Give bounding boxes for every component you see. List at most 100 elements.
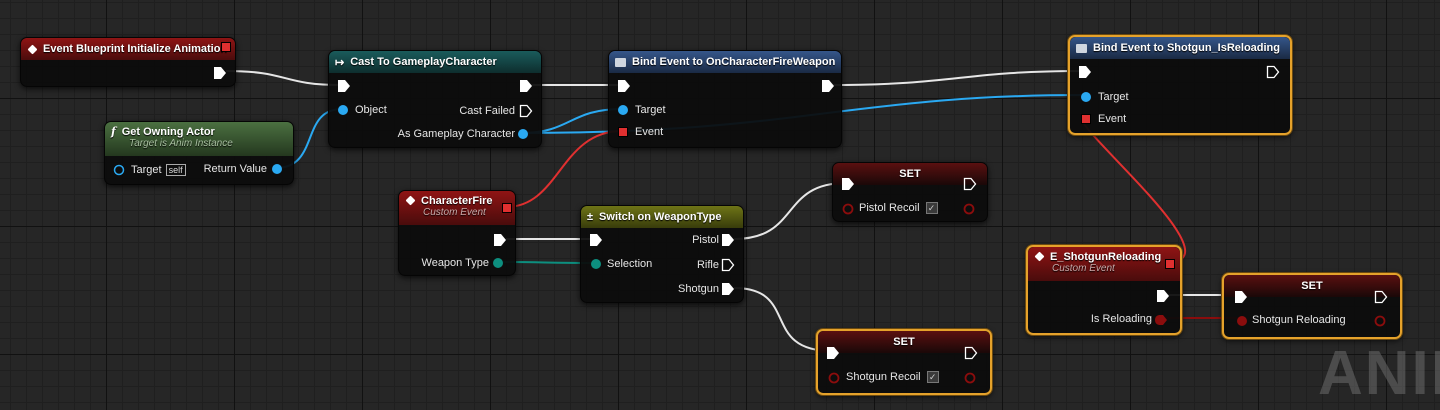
- event-wire: [505, 130, 623, 208]
- bool-in-pin[interactable]: [1236, 315, 1248, 327]
- exec-out-pin[interactable]: [1156, 289, 1170, 303]
- exec-wire: [225, 70, 343, 86]
- node-header[interactable]: E_ShotgunReloading Custom Event: [1028, 247, 1180, 281]
- as-gameplay-character-pin[interactable]: [517, 128, 529, 140]
- as-gameplay-character-label: As Gameplay Character: [397, 128, 515, 140]
- delegate-pin[interactable]: [502, 203, 512, 213]
- delegate-pin[interactable]: [1165, 259, 1175, 269]
- bind-icon: [1076, 43, 1087, 53]
- node-title: Cast To GameplayCharacter: [350, 56, 497, 68]
- shotgun-recoil-label: Shotgun Recoil✓: [846, 371, 939, 384]
- event-wire: [1080, 116, 1187, 263]
- rifle-exec-pin[interactable]: [721, 258, 735, 272]
- exec-in-pin[interactable]: [337, 79, 351, 93]
- node-header[interactable]: SET: [833, 163, 987, 185]
- cast-to-gameplay-character-node[interactable]: ↦Cast To GameplayCharacter Object Cast F…: [328, 50, 542, 148]
- node-title: Bind Event to Shotgun_IsReloading: [1093, 42, 1280, 54]
- node-subtitle: Target is Anim Instance: [129, 138, 233, 149]
- node-header[interactable]: ±Switch on WeaponType: [581, 206, 743, 228]
- return-value-label: Return Value: [203, 163, 267, 175]
- node-subtitle: Custom Event: [423, 207, 486, 218]
- node-header[interactable]: Event Blueprint Initialize Animation: [21, 38, 235, 60]
- rifle-label: Rifle: [696, 259, 719, 271]
- exec-out-pin[interactable]: [1266, 65, 1280, 79]
- node-header[interactable]: CharacterFire Custom Event: [399, 191, 515, 225]
- bind-event-on-character-fire-weapon-node[interactable]: Bind Event to OnCharacterFireWeapon Targ…: [608, 50, 842, 148]
- shotgun-exec-pin[interactable]: [721, 282, 735, 296]
- node-subtitle: Custom Event: [1052, 263, 1115, 274]
- node-header[interactable]: Bind Event to Shotgun_IsReloading: [1070, 37, 1290, 59]
- is-reloading-pin[interactable]: [1154, 314, 1168, 326]
- event-pin[interactable]: [1081, 114, 1091, 124]
- graph-type-watermark: ANIM: [1318, 339, 1440, 408]
- bool-out-pin[interactable]: [1374, 315, 1386, 327]
- exec-out-pin[interactable]: [493, 233, 507, 247]
- exec-out-pin[interactable]: [1374, 290, 1388, 304]
- node-title: CharacterFire: [421, 195, 493, 207]
- exec-in-pin[interactable]: [841, 177, 855, 191]
- exec-in-pin[interactable]: [589, 233, 603, 247]
- event-pin[interactable]: [618, 127, 628, 137]
- exec-wire: [733, 182, 847, 240]
- exec-out-pin[interactable]: [519, 79, 533, 93]
- delegate-pin[interactable]: [221, 42, 231, 52]
- bool-in-pin[interactable]: [842, 203, 854, 215]
- shotgun-reloading-label: Shotgun Reloading: [1252, 314, 1346, 326]
- event-blueprint-initialize-animation-node[interactable]: Event Blueprint Initialize Animation: [20, 37, 236, 87]
- target-pin[interactable]: [1080, 91, 1092, 103]
- pistol-exec-pin[interactable]: [721, 233, 735, 247]
- node-header[interactable]: SET: [1224, 275, 1400, 297]
- node-title: SET: [899, 168, 921, 180]
- weapon-type-pin[interactable]: [492, 257, 504, 269]
- exec-out-pin[interactable]: [821, 79, 835, 93]
- set-shotgun-recoil-node[interactable]: SET Shotgun Recoil✓: [816, 329, 992, 395]
- target-pin[interactable]: [617, 104, 629, 116]
- event-icon: [27, 44, 38, 54]
- exec-out-pin[interactable]: [964, 346, 978, 360]
- set-shotgun-reloading-node[interactable]: SET Shotgun Reloading: [1222, 273, 1402, 339]
- bool-out-pin[interactable]: [963, 203, 975, 215]
- exec-wire: [827, 70, 1083, 86]
- pistol-recoil-label: Pistol Recoil✓: [859, 202, 938, 215]
- node-title: SET: [893, 336, 915, 348]
- exec-in-pin[interactable]: [1078, 65, 1092, 79]
- cast-failed-label: Cast Failed: [459, 105, 515, 117]
- event-label: Event: [1098, 113, 1127, 125]
- node-title: Event Blueprint Initialize Animation: [43, 43, 228, 55]
- cast-failed-exec-pin[interactable]: [519, 104, 533, 118]
- bind-icon: [615, 57, 626, 67]
- return-value-pin[interactable]: [271, 163, 283, 175]
- shotgun-label: Shotgun: [678, 283, 719, 295]
- bind-event-shotgun-is-reloading-node[interactable]: Bind Event to Shotgun_IsReloading Target…: [1068, 35, 1292, 135]
- bool-in-pin[interactable]: [828, 372, 840, 384]
- event-icon: [405, 195, 416, 206]
- character-fire-event-node[interactable]: CharacterFire Custom Event Weapon Type: [398, 190, 516, 276]
- exec-in-pin[interactable]: [826, 346, 840, 360]
- node-header[interactable]: SET: [818, 331, 990, 353]
- node-header[interactable]: ↦Cast To GameplayCharacter: [329, 51, 541, 73]
- node-title: Bind Event to OnCharacterFireWeapon: [632, 56, 836, 68]
- self-default-box[interactable]: self: [165, 164, 186, 176]
- selection-pin[interactable]: [590, 258, 602, 270]
- exec-out-pin[interactable]: [213, 66, 227, 80]
- checkbox[interactable]: ✓: [925, 202, 938, 215]
- exec-out-pin[interactable]: [963, 177, 977, 191]
- node-header[interactable]: Bind Event to OnCharacterFireWeapon: [609, 51, 841, 73]
- exec-wire: [733, 287, 833, 352]
- node-title: SET: [1301, 280, 1323, 292]
- exec-in-pin[interactable]: [617, 79, 631, 93]
- event-icon: [1034, 251, 1045, 262]
- checkbox[interactable]: ✓: [926, 371, 939, 384]
- bool-out-pin[interactable]: [964, 372, 976, 384]
- object-pin[interactable]: [337, 104, 349, 116]
- set-pistol-recoil-node[interactable]: SET Pistol Recoil✓: [832, 162, 988, 222]
- exec-in-pin[interactable]: [1234, 290, 1248, 304]
- switch-on-weapon-type-node[interactable]: ±Switch on WeaponType Pistol Selection R…: [580, 205, 744, 303]
- node-title: Switch on WeaponType: [599, 211, 722, 223]
- target-pin[interactable]: [113, 164, 125, 176]
- e-shotgun-reloading-event-node[interactable]: E_ShotgunReloading Custom Event Is Reloa…: [1026, 245, 1182, 335]
